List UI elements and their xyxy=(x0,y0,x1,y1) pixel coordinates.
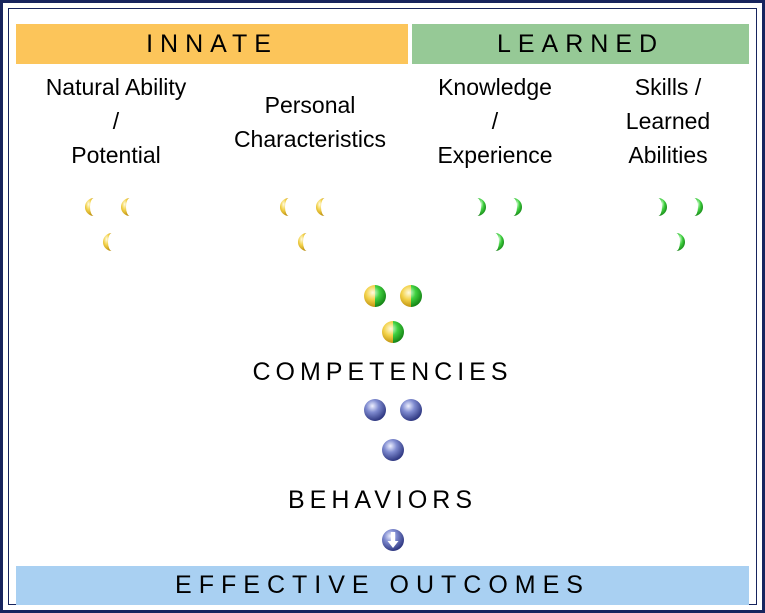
category-line: Experience xyxy=(437,142,553,168)
category-line: Natural Ability xyxy=(45,74,187,100)
category-knowledge-experience: Knowledge / Experience xyxy=(402,70,588,172)
category-line: Characteristics xyxy=(233,126,387,152)
category-line: Knowledge xyxy=(438,74,552,100)
category-skills-learned-abilities: Skills / Learned Abilities xyxy=(588,70,748,172)
category-natural-ability: Natural Ability / Potential xyxy=(18,70,214,172)
category-line: / xyxy=(491,108,499,134)
category-line: Potential xyxy=(71,142,161,168)
category-line: Learned xyxy=(625,108,711,134)
behaviors-label: BEHAVIORS xyxy=(287,486,478,514)
category-line: Skills / xyxy=(634,74,702,100)
innate-header: INNATE xyxy=(16,24,408,64)
competencies-label: COMPETENCIES xyxy=(252,358,513,386)
category-line: / xyxy=(112,108,120,134)
category-line: Personal xyxy=(264,92,356,118)
learned-header: LEARNED xyxy=(412,24,749,64)
category-personal-characteristics: Personal Characteristics xyxy=(212,88,408,156)
category-line: Abilities xyxy=(628,142,708,168)
effective-outcomes-banner: EFFECTIVE OUTCOMES xyxy=(16,566,749,605)
